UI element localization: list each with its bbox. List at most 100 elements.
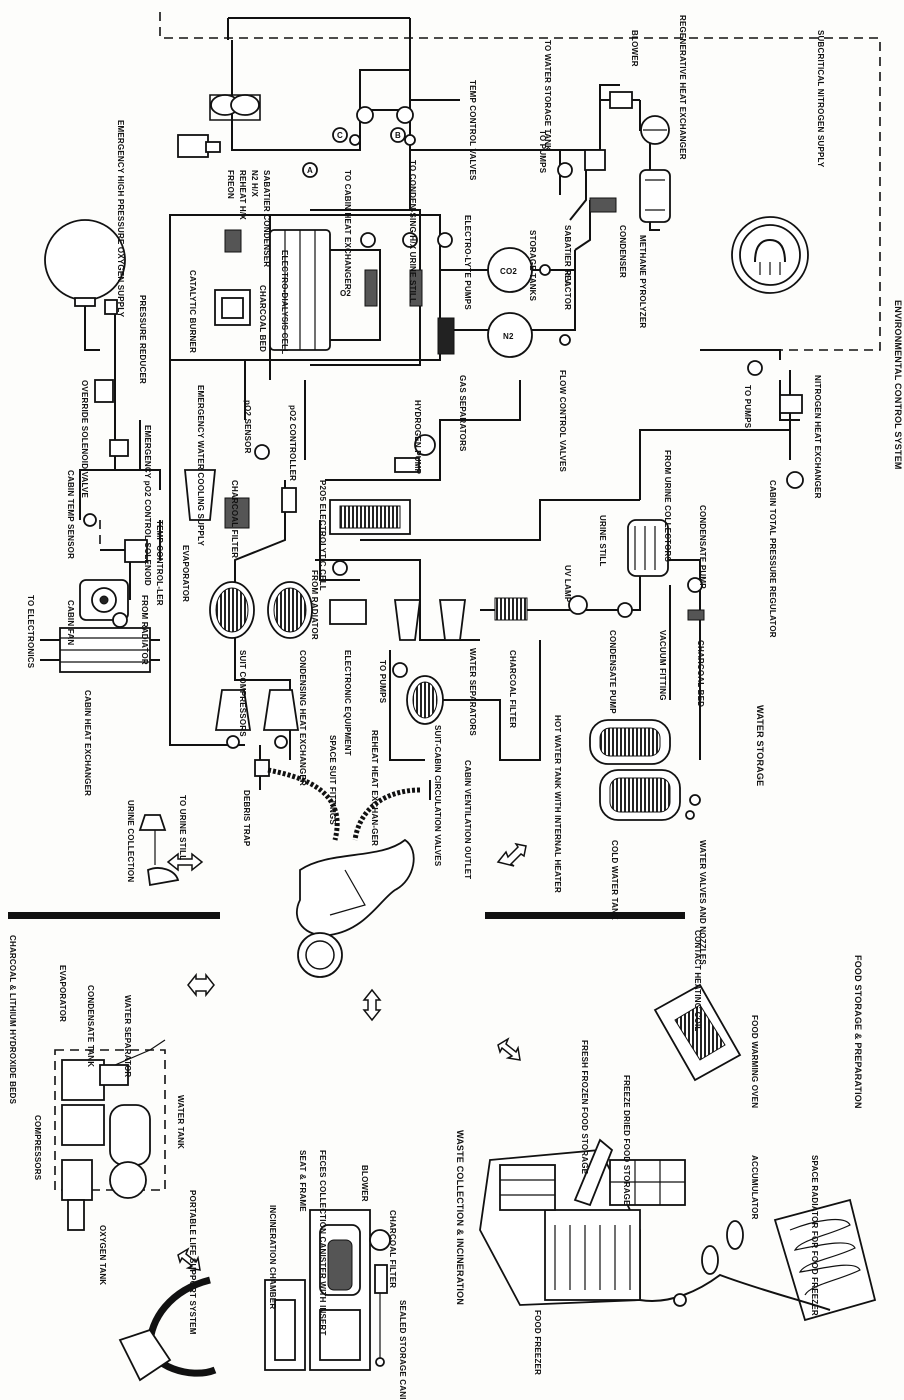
label-rv: R.V. (563, 270, 572, 286)
electrolyte-pump-1 (361, 233, 375, 247)
marker-a-pumps (558, 163, 572, 177)
label-sealed-canister: SEALED STORAGE CANISTER (398, 1300, 407, 1400)
label-feces-canister: FECES COLLECTION CANISTER WITH INSERT (318, 1150, 327, 1336)
label-subcritical-n2: SUBCRITICAL NITROGEN SUPPLY (816, 30, 825, 168)
reheat-hx-cluster (178, 95, 415, 157)
label-o2: O2 (340, 289, 351, 298)
label-to-condensing: TO CONDEN-SING H/X URINE STILL (408, 160, 417, 303)
label-water-tank: WATER TANK (176, 1095, 185, 1149)
label-cold-water-tank: COLD WATER TANK (610, 840, 619, 920)
catalytic-burner (215, 290, 250, 325)
label-n2-hx: N2 H/X (250, 170, 259, 197)
label-freeze-dried: FREEZE DRIED FOOD STORAGE (622, 1075, 631, 1206)
cold-water-tank (600, 770, 680, 820)
condensate-pump-mid (618, 603, 632, 617)
charcoal-bed-right (688, 610, 704, 620)
water-nozzles (686, 795, 700, 819)
label-gas-separators: GAS SEPARATORS (458, 375, 467, 452)
label-emergency-water: EMERGENCY WATER COOLING SUPPLY (196, 385, 205, 546)
label-compressors: COMPRESSORS (33, 1115, 42, 1181)
label-sabatier-condenser: SABATIER CONDENSER (262, 170, 271, 267)
label-debris-trap: DEBRIS TRAP (242, 790, 251, 847)
label-suit-cabin-valves: SUIT-CABIN CIRCULATION VALVES (433, 725, 442, 867)
label-emergency-po2: EMERGENCY pO2 CONTROL SOLENOID (143, 425, 152, 586)
label-food-oven: FOOD WARMING OVEN (750, 1015, 759, 1108)
label-condensate-pump-mid: CONDENSATE PUMP (608, 630, 617, 714)
urine-collection-device (140, 815, 178, 885)
label-electronic-equipment: ELECTRONIC EQUIPMENT (343, 650, 352, 756)
label-charcoal-lithium: CHARCOAL & LITHIUM HYDROXIDE BEDS (8, 935, 17, 1105)
label-cabin-ventilation: CABIN VENTILATION OUTLET (463, 760, 472, 879)
o2-separator (365, 270, 377, 306)
label-charcoal-filter-waste: CHARCOAL FILTER (388, 1210, 397, 1288)
label-charcoal-filter-mid: CHARCOAL FILTER (230, 480, 239, 558)
gas-separator (438, 318, 454, 354)
label-fresh-frozen: FRESH FROZEN FOOD STORAGE (580, 1040, 589, 1175)
label-electrolyte-pumps: ELECTRO-LYTE PUMPS (463, 215, 472, 310)
label-condenser: CONDENSER (618, 225, 627, 278)
sabatier-reactor (585, 150, 616, 212)
label-uv-lamp: UV LAMP (563, 565, 572, 603)
electrodialysis-cell (270, 230, 330, 350)
label-space-radiator: SPACE RADIATOR FOR FOOD FREEZER (810, 1155, 819, 1316)
label-cabin-total-pressure: CABIN TOTAL PRESSURE REGULATOR (768, 480, 777, 638)
label-override-solenoid: OVERRIDE SOLENOID VALVE (80, 380, 89, 499)
label-from-urine-collectors: FROM URINE COLLECTORS (663, 450, 672, 563)
label-catalytic-burner: CATALYTIC BURNER (188, 270, 197, 353)
label-suit-compressors: SUIT COMPRESSORS (238, 650, 247, 737)
label-water-separator: WATER SEPARATOR (123, 995, 132, 1077)
label-nitrogen-hx: NITROGEN HEAT EXCHANGER (813, 375, 822, 499)
label-oxygen-tank: OXYGEN TANK (98, 1225, 107, 1285)
suit-compressors (216, 690, 298, 748)
charcoal-bed-top (225, 230, 241, 252)
relief-valve (540, 265, 550, 275)
label-temp-control-valves: TEMP CONTROL VALVES (468, 80, 477, 181)
divider-right (485, 912, 685, 919)
label-charcoal-bed-top: CHARCOAL BED (258, 285, 267, 352)
label-charcoal-filter-water: CHARCOAL FILTER (508, 650, 517, 728)
label-hydrogen-pump: HYDROGEN PUMP (413, 400, 422, 475)
label-water-separators: WATER SEPARATORS (468, 648, 477, 736)
label-plss: PORTABLE LIFE SUPPORT SYSTEM (188, 1190, 197, 1335)
label-condensate-pump-top: CONDENSATE PUMP (698, 505, 707, 589)
label-temp-controller: TEMP CONTROL-LER (155, 520, 164, 606)
condensing-hx-2 (268, 582, 312, 638)
label-vacuum-fitting: VACUUM FITTING (658, 630, 667, 701)
subcritical-nitrogen-tank (732, 217, 808, 293)
label-n2: N2 (503, 332, 514, 341)
label-charcoal-bed-right: CHARCOAL BED (696, 640, 705, 707)
label-from-radiator-b: FROM RADIATOR (310, 570, 319, 640)
label-storage-tanks: STORAGE TANKS (528, 230, 537, 302)
label-to-pumps-3: TO PUMPS (378, 660, 387, 704)
label-urine-collection: URINE COLLECTION (126, 800, 135, 882)
cabin-temp-sensor (84, 514, 96, 526)
label-to-electronics: TO ELECTRONICS (26, 595, 35, 669)
override-solenoid-valve (95, 380, 113, 402)
label-cabin-temp-sensor: CABIN TEMP SENSOR (66, 470, 75, 559)
label-marker-a: A (307, 166, 313, 175)
nitrogen-heat-exchanger (780, 395, 802, 413)
astronaut-figure (297, 840, 414, 977)
po2-sensor (255, 445, 269, 459)
label-marker-c: C (337, 131, 343, 140)
blower-top (610, 92, 632, 108)
marker-b-radiator (333, 561, 347, 575)
label-reheat-hx: REHEAT H/X (238, 170, 247, 220)
label-sabatier-reactor: SABATIER REACTOR (563, 225, 572, 310)
label-from-radiator: FROM RADIATOR (140, 595, 149, 665)
label-flow-control-valves: FLOW CONTROL VALVES (558, 370, 567, 472)
po2-controller-box (282, 488, 296, 512)
label-to-pumps-1: TO PUMPS (538, 130, 547, 174)
suit-hose-2 (355, 790, 420, 840)
urine-still (628, 520, 668, 576)
label-po2-sensor: pO2 SENSOR (243, 400, 252, 454)
regenerative-heat-exchanger (641, 116, 669, 144)
p2o5-cell (330, 500, 410, 534)
label-accumulator: ACCUMULATOR (750, 1155, 759, 1220)
reheat-exchanger (407, 676, 443, 724)
label-seat-frame: SEAT & FRAME (298, 1150, 307, 1212)
flow-control-valve (560, 335, 570, 345)
label-to-cabin-hx: TO CABIN HEAT EXCHANGER (343, 170, 352, 290)
marker-a-water (393, 663, 407, 677)
